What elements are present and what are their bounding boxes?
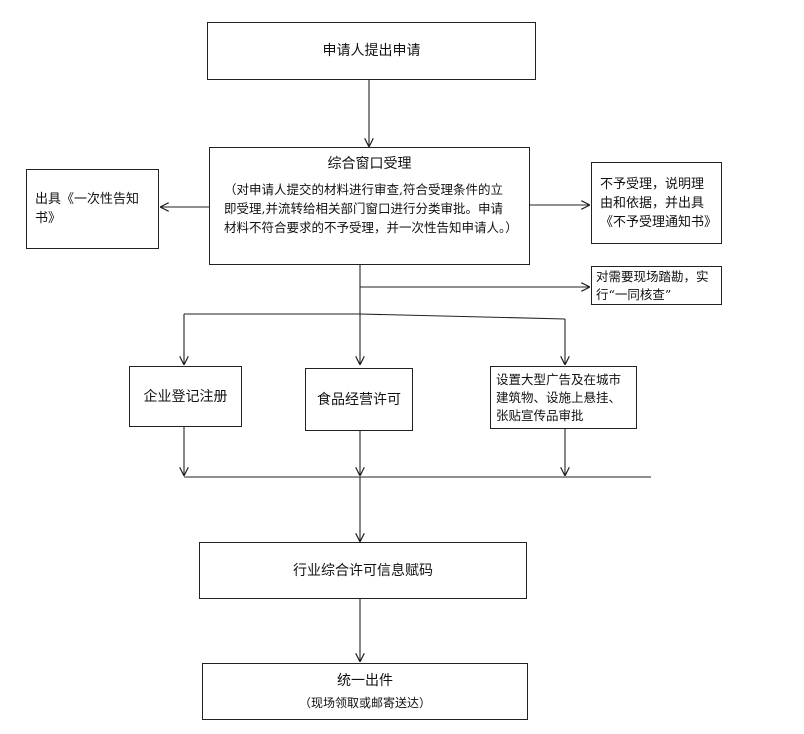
node-reject: 不予受理，说明理由和依据，并出具《不予受理通知书》 xyxy=(591,162,722,244)
node-ad: 设置大型广告及在城市建筑物、设施上悬挂、张贴宣传品审批 xyxy=(490,366,637,429)
node-onsite-label: 对需要现场踏勘，实行“一同核查” xyxy=(596,268,709,302)
node-enterprise-label: 企业登记注册 xyxy=(143,388,228,405)
node-enterprise: 企业登记注册 xyxy=(129,366,242,427)
node-onsite: 对需要现场踏勘，实行“一同核查” xyxy=(591,266,722,305)
node-issue-title: 统一出件 xyxy=(337,673,393,689)
node-code: 行业综合许可信息赋码 xyxy=(199,542,527,599)
node-food: 食品经营许可 xyxy=(305,368,413,431)
node-reject-label: 不予受理，说明理由和依据，并出具《不予受理通知书》 xyxy=(600,176,718,230)
node-apply-label: 申请人提出申请 xyxy=(322,43,421,59)
node-ad-label: 设置大型广告及在城市建筑物、设施上悬挂、张贴宣传品审批 xyxy=(496,371,622,423)
node-window-title: 综合窗口受理 xyxy=(327,156,412,172)
node-notice-once-label: 出具《一次性告知书》 xyxy=(35,192,140,226)
node-issue-sub: （现场领取或邮寄送达） xyxy=(298,696,431,710)
node-apply: 申请人提出申请 xyxy=(207,22,536,80)
node-window: 综合窗口受理 （对申请人提交的材料进行审查,符合受理条件的立即受理,并流转给相关… xyxy=(209,147,530,265)
node-food-label: 食品经营许可 xyxy=(317,391,401,408)
node-notice-once: 出具《一次性告知书》 xyxy=(26,169,159,249)
node-code-label: 行业综合许可信息赋码 xyxy=(293,562,433,579)
split-bar xyxy=(184,313,566,320)
node-window-desc: （对申请人提交的材料进行审查,符合受理条件的立即受理,并流转给相关部门窗口进行分… xyxy=(224,182,518,235)
node-issue: 统一出件 （现场领取或邮寄送达） xyxy=(202,663,528,720)
